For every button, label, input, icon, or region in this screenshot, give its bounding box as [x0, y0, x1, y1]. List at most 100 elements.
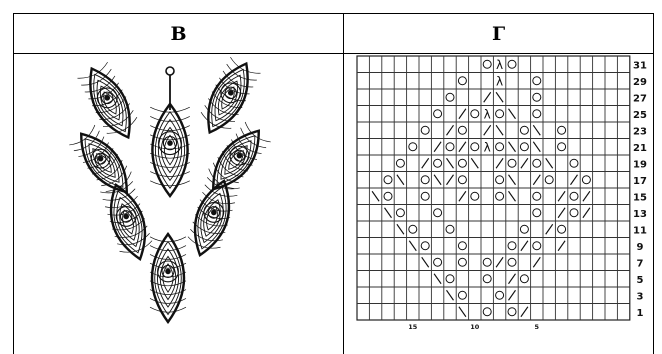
chart-symbol-cdd: λ	[496, 74, 503, 88]
leaf-stroke	[150, 106, 190, 113]
quilled-leaf	[100, 181, 153, 261]
chart-symbol-k2tog	[446, 124, 454, 136]
column-header-v: В	[170, 22, 187, 45]
leaf-eye-dot	[97, 155, 104, 162]
leaf-stroke	[119, 240, 153, 253]
leaf-stroke	[114, 225, 148, 238]
table-border-left	[13, 13, 14, 354]
leaf-coil	[119, 203, 137, 241]
chart-symbol-ssk	[371, 190, 380, 202]
chart-row-number: 1	[637, 308, 644, 319]
leaf-stroke	[84, 75, 116, 93]
table-border-top	[13, 13, 654, 14]
leaf-stroke	[149, 289, 187, 295]
leaf-eye	[90, 148, 111, 169]
leaf-eye	[157, 260, 179, 283]
chart-symbol-yo	[383, 191, 393, 201]
leaf-stroke	[187, 236, 221, 249]
leaf-stroke	[202, 191, 236, 205]
leaf-stroke	[197, 206, 231, 219]
chart-symbol-k2tog	[446, 174, 454, 186]
chart-symbol-yo	[482, 307, 492, 317]
chart-symbol-yo	[482, 59, 492, 69]
chart-symbol-yo	[532, 158, 542, 168]
chart-symbol-yo	[395, 158, 405, 168]
chart-symbol-k2tog	[557, 207, 566, 219]
chart-symbol-ssk	[396, 223, 405, 235]
leaf-stroke	[231, 139, 258, 160]
leaf-stroke	[226, 145, 253, 166]
chart-row-number: 3	[637, 291, 644, 302]
table-header-divider	[13, 53, 654, 54]
chart-symbol-k2tog	[545, 223, 554, 235]
leaf-coil	[159, 255, 177, 301]
leaf-eye	[229, 145, 250, 166]
chart-symbol-ssk	[446, 289, 454, 301]
leaf-outline	[150, 231, 186, 325]
chart-row-number: 11	[633, 225, 647, 236]
leaf-outline	[193, 179, 231, 257]
leaf-stroke	[200, 112, 232, 129]
leaf-stroke	[87, 148, 114, 169]
chart-column-number: 15	[408, 323, 418, 331]
chart-symbol-yo	[495, 109, 505, 119]
chart-symbol-yo	[395, 208, 405, 218]
chart-symbol-yo	[383, 175, 393, 185]
leaf-stroke	[208, 98, 239, 115]
leaf-stroke	[211, 91, 243, 108]
leaf-stroke	[235, 133, 262, 154]
table-border-right	[653, 13, 654, 354]
chart-symbol-yo	[433, 208, 443, 218]
leaf-stroke	[240, 127, 267, 149]
leaf-eye	[203, 202, 225, 223]
chart-symbol-yo	[569, 158, 579, 168]
chart-symbol-yo	[569, 191, 579, 201]
leaf-stroke	[150, 116, 190, 122]
chart-symbol-ssk	[421, 256, 430, 268]
chart-row-number: 15	[633, 192, 647, 203]
chart-symbol-k2tog	[582, 190, 591, 202]
chart-symbol-ssk	[396, 174, 405, 186]
chart-symbol-yo	[557, 224, 567, 234]
leaf-stroke	[204, 184, 238, 197]
leaf-stroke	[217, 156, 244, 178]
chart-symbol-k2tog	[570, 174, 578, 186]
leaf-eye-inner	[233, 149, 246, 162]
chart-symbol-yo	[445, 142, 455, 152]
leaf-eye-inner	[162, 135, 178, 151]
leaf-stroke	[150, 152, 190, 159]
chart-symbol-yo	[457, 158, 467, 168]
leaf-coil	[92, 148, 116, 178]
chart-symbol-yo	[507, 307, 517, 317]
leaf-stroke	[190, 229, 223, 242]
chart-symbol-k2tog	[508, 289, 516, 301]
leaf-coil	[163, 134, 177, 166]
leaf-eye	[115, 206, 137, 227]
chart-symbol-yo	[569, 208, 579, 218]
chart-row-number: 27	[633, 93, 647, 104]
chart-symbol-cdd: λ	[484, 140, 491, 154]
leaf-stroke	[150, 162, 190, 168]
chart-symbol-yo	[482, 274, 492, 284]
chart-symbol-ssk	[433, 174, 442, 186]
leaf-eye-inner	[207, 206, 221, 219]
leaf-outline	[109, 183, 147, 261]
chart-symbol-cdd: λ	[496, 58, 503, 72]
chart-symbol-k2tog	[495, 256, 504, 268]
leaf-coil	[160, 126, 180, 174]
chart-symbol-yo	[457, 76, 467, 86]
chart-row-number: 29	[633, 77, 647, 88]
chart-symbol-yo	[507, 158, 517, 168]
chart-symbol-k2tog	[557, 240, 566, 252]
chart-symbol-ssk	[446, 157, 454, 169]
chart-symbol-k2tog	[508, 273, 516, 285]
quilled-leaf	[77, 61, 138, 140]
chart-symbol-yo	[519, 224, 529, 234]
chart-symbol-yo	[433, 257, 443, 267]
chart-symbol-k2tog	[532, 174, 541, 186]
quilled-leaf	[200, 56, 261, 135]
leaf-outline	[207, 61, 249, 135]
leaf-stroke	[109, 210, 143, 223]
leaf-stroke	[77, 61, 108, 79]
